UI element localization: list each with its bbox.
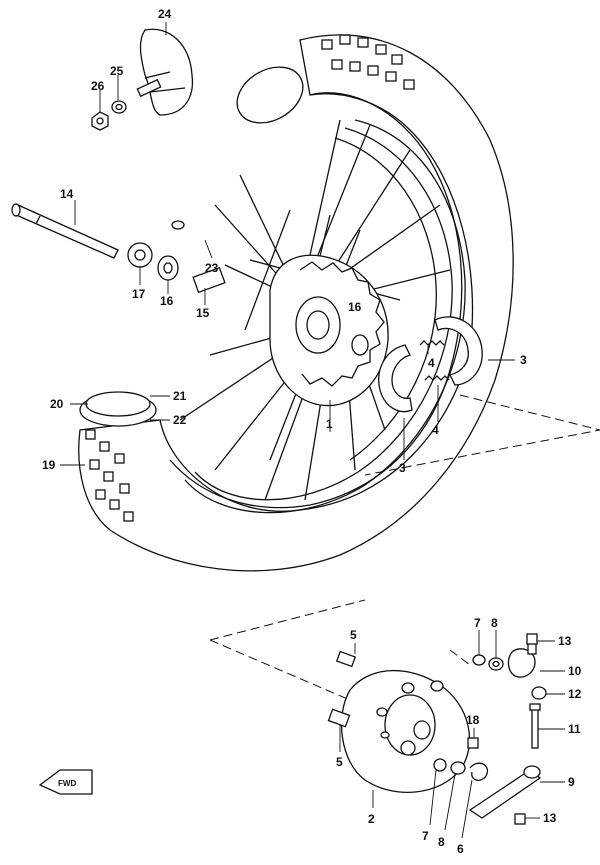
callout-21: 21 [173,389,187,403]
hub [269,254,389,407]
callout-20: 20 [50,397,64,411]
collar-12 [531,686,547,700]
washer-8-lower [450,761,466,775]
oil-seal [127,242,153,268]
callout-8-upper: 8 [491,616,498,630]
callout-5-upper: 5 [350,628,357,642]
callout-5-lower: 5 [336,755,343,769]
forward-arrow: FWD [38,769,93,795]
callout-11: 11 [568,722,581,736]
callout-14: 14 [60,187,74,201]
callout-16-hub: 16 [348,300,362,314]
brake-shoe-lower [378,344,413,413]
washer-7-upper [472,654,486,666]
callout-6: 6 [457,842,464,856]
panel-bolt-lower [327,708,351,728]
axle [11,203,119,259]
bearing-left [157,255,179,281]
spring-6 [469,762,489,782]
leader-lines [60,22,565,839]
callout-9: 9 [568,775,575,789]
callout-17: 17 [132,287,146,301]
callout-7-lower: 7 [422,829,429,843]
washer-8-upper [488,657,504,671]
callout-13-upper: 13 [558,634,572,648]
callout-10: 10 [568,664,582,678]
shaft-11 [529,703,541,749]
rim-band [139,28,194,116]
rim [184,119,466,514]
brake-panel [340,669,471,793]
assembly-lines [209,394,600,701]
callout-4-lower: 4 [432,423,439,437]
brake-arm-9 [468,765,542,819]
tire [78,34,514,572]
brake-cam [507,639,537,678]
washer-7-lower [433,758,447,772]
callout-22: 22 [173,413,187,427]
bolt-18 [467,737,479,749]
callout-16-left: 16 [160,294,174,308]
callout-12: 12 [568,687,582,701]
tube [85,391,151,417]
callout-labels: 24 26 25 14 23 17 16 15 16 3 4 4 1 3 20 … [42,7,582,856]
callout-3-upper: 3 [520,353,527,367]
panel-bolt-upper [335,650,357,668]
callout-18: 18 [466,713,480,727]
callout-7-upper: 7 [474,616,481,630]
callout-25: 25 [110,64,124,78]
bolt-13-upper [526,633,538,645]
bolt-13-lower [514,813,526,825]
callout-3-lower: 3 [399,461,406,475]
callout-8-lower: 8 [438,835,445,849]
callout-4-upper: 4 [428,356,435,370]
callout-13-lower: 13 [543,811,557,825]
tire-tread [85,34,415,522]
brake-shoe-upper [434,316,483,386]
spacer [192,266,226,294]
callout-19: 19 [42,458,56,472]
callout-2: 2 [368,812,375,826]
callout-1: 1 [326,417,333,431]
callout-26: 26 [91,79,105,93]
callout-24: 24 [158,7,172,21]
brake-springs [419,340,450,381]
nut [91,111,109,131]
callout-15: 15 [196,306,210,320]
spoke-nipple [171,220,185,230]
callout-23: 23 [205,261,219,275]
bearing-right [351,334,369,356]
valve-stem [136,78,162,98]
fwd-label: FWD [58,779,76,788]
washer [111,100,127,114]
